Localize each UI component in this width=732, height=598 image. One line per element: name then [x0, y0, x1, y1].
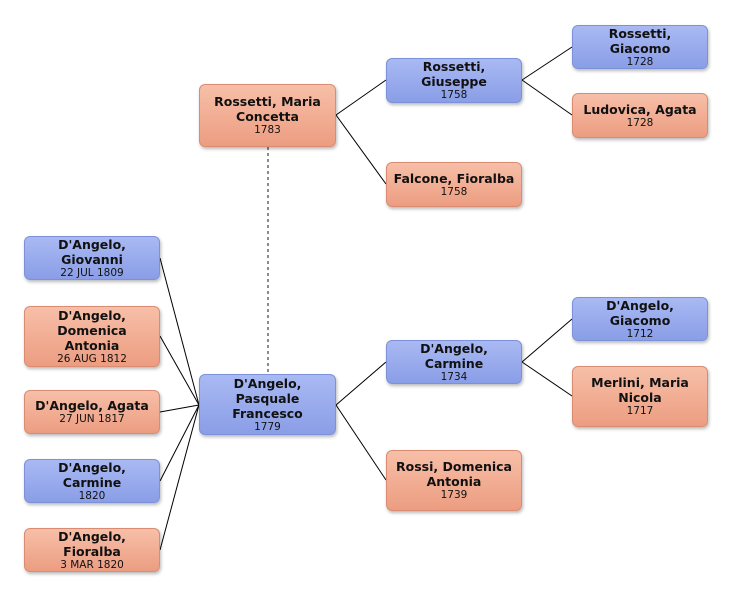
child-date: 22 JUL 1809	[60, 266, 124, 279]
person-date: 1739	[440, 489, 468, 501]
connector-line	[335, 114, 387, 185]
connector-line	[159, 404, 200, 482]
person-date: 1717	[626, 405, 654, 417]
child-name: D'Angelo, Carmine	[58, 459, 126, 490]
child-box[interactable]: D'Angelo, Giovanni 22 JUL 1809	[24, 236, 160, 280]
connector-line	[335, 79, 387, 116]
person-date: 1758	[440, 89, 468, 101]
person-date: 1712	[626, 327, 654, 340]
child-box[interactable]: D'Angelo, Fioralba 3 MAR 1820	[24, 528, 160, 572]
person-name: Ludovica, Agata	[583, 101, 697, 117]
child-date: 1820	[78, 489, 106, 502]
connector-line	[159, 257, 200, 406]
person-name: Rossetti, Maria Concetta	[214, 94, 321, 124]
connector-line	[335, 361, 387, 406]
person-box-mother[interactable]: Rossi, Domenica Antonia 1739	[386, 450, 522, 511]
child-box[interactable]: D'Angelo, Carmine 1820	[24, 459, 160, 503]
connector-line	[521, 318, 573, 363]
person-box-pat-grandfather[interactable]: D'Angelo, Giacomo 1712	[572, 297, 708, 341]
person-box-spouse-pat-grandmother[interactable]: Ludovica, Agata 1728	[572, 93, 708, 138]
connector-line	[159, 404, 200, 551]
person-box-spouse-mother[interactable]: Falcone, Fioralba 1758	[386, 162, 522, 207]
child-name: D'Angelo, Fioralba	[58, 528, 126, 559]
child-date: 26 AUG 1812	[57, 352, 127, 365]
connector-line	[521, 361, 573, 397]
person-date: 1779	[254, 420, 281, 433]
connector-line	[159, 404, 200, 413]
person-date: 1728	[626, 116, 654, 129]
child-box[interactable]: D'Angelo, Agata 27 JUN 1817	[24, 390, 160, 434]
child-name: D'Angelo, Agata	[35, 398, 149, 413]
child-date: 27 JUN 1817	[59, 413, 125, 425]
person-name: Rossetti, Giacomo	[608, 25, 672, 56]
person-date: 1783	[254, 124, 281, 136]
connector-line	[521, 79, 573, 116]
child-box[interactable]: D'Angelo, Domenica Antonia 26 AUG 1812	[24, 306, 160, 367]
person-box-spouse[interactable]: Rossetti, Maria Concetta 1783	[199, 84, 336, 147]
person-date: 1734	[440, 370, 468, 383]
connector-line	[335, 404, 387, 481]
connector-line	[521, 46, 573, 81]
person-name: Merlini, Maria Nicola	[591, 375, 689, 405]
child-name: D'Angelo, Domenica Antonia	[57, 307, 127, 353]
person-name: D'Angelo, Carmine	[420, 340, 488, 371]
connector-line	[159, 335, 200, 406]
person-date: 1758	[440, 185, 468, 198]
child-date: 3 MAR 1820	[60, 558, 124, 571]
child-name: D'Angelo, Giovanni	[58, 236, 126, 267]
person-date: 1728	[626, 55, 654, 68]
person-name: D'Angelo, Giacomo	[606, 297, 674, 328]
person-name: Rossetti, Giuseppe	[421, 59, 487, 89]
person-box-root[interactable]: D'Angelo, Pasquale Francesco 1779	[199, 374, 336, 435]
person-name: Rossi, Domenica Antonia	[396, 459, 512, 489]
person-box-pat-grandmother[interactable]: Merlini, Maria Nicola 1717	[572, 366, 708, 427]
person-box-spouse-pat-grandfather[interactable]: Rossetti, Giacomo 1728	[572, 25, 708, 69]
person-name: D'Angelo, Pasquale Francesco	[232, 375, 303, 421]
person-name: Falcone, Fioralba	[393, 170, 515, 186]
person-box-spouse-father[interactable]: Rossetti, Giuseppe 1758	[386, 58, 522, 103]
person-box-father[interactable]: D'Angelo, Carmine 1734	[386, 340, 522, 384]
